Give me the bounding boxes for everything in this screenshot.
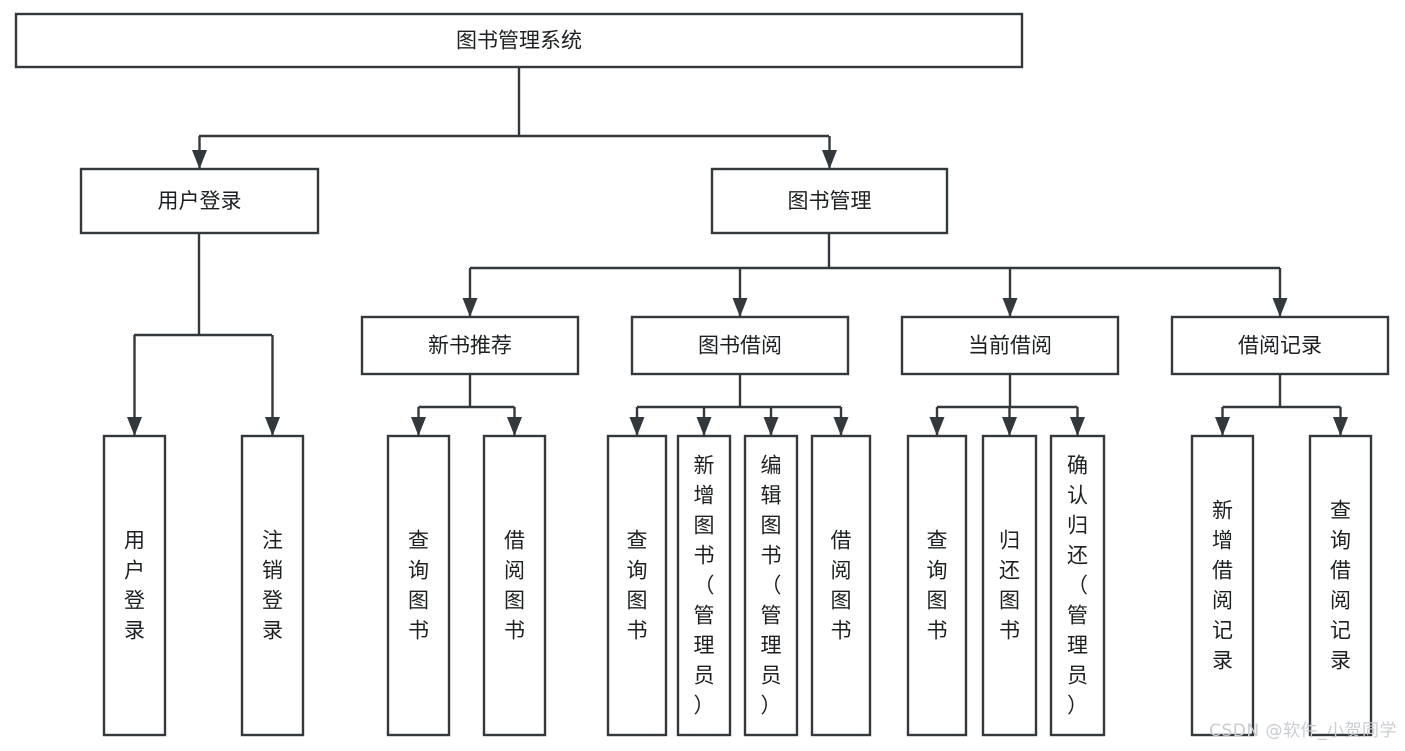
leaf-label: 新增借阅记录 [1212, 499, 1233, 673]
leaf-bb-edit-book[interactable]: 编辑图书（管理员） [743, 434, 799, 737]
leaf-user-logout-leaf[interactable]: 注销登录 [240, 434, 305, 737]
arrow-head-icon [1002, 417, 1017, 436]
node-label: 借阅记录 [1238, 334, 1322, 358]
arrow-head-icon [1070, 417, 1085, 436]
leaf-label: 查询借阅记录 [1330, 499, 1351, 673]
leaf-box [606, 434, 668, 737]
leaf-label: 编辑图书（管理员） [761, 454, 782, 718]
leaf-label: 用户登录 [124, 529, 145, 643]
leaf-nbr-query-book[interactable]: 查询图书 [386, 434, 451, 737]
node-label: 新书推荐 [428, 334, 512, 358]
node-current-borrow[interactable]: 当前借阅 [900, 315, 1120, 376]
leaf-cb-return-book[interactable]: 归还图书 [981, 434, 1038, 737]
leaf-label: 归还图书 [999, 529, 1020, 643]
leaf-bb-borrow-book[interactable]: 借阅图书 [810, 434, 872, 737]
leaf-label: 借阅图书 [504, 529, 525, 643]
leaf-label: 查询图书 [627, 529, 648, 643]
leaf-label: 确认归还（管理员） [1067, 454, 1088, 718]
leaf-box [906, 434, 968, 737]
arrow-head-icon [462, 298, 478, 317]
connectors-layer [127, 67, 1348, 436]
leaf-box [743, 434, 799, 737]
arrow-head-icon [192, 150, 207, 169]
leaf-label: 查询图书 [408, 529, 429, 643]
arrow-head-icon [1272, 298, 1288, 317]
node-box [630, 315, 850, 376]
nodes-layer: 图书管理系统用户登录图书管理用户登录注销登录新书推荐查询图书借阅图书图书借阅查询… [14, 12, 1390, 737]
arrow-head-icon [763, 417, 779, 436]
leaf-user-login-leaf[interactable]: 用户登录 [102, 434, 167, 737]
leaf-nbr-borrow-book[interactable]: 借阅图书 [482, 434, 547, 737]
node-box [14, 12, 1024, 69]
leaf-box [810, 434, 872, 737]
node-borrow-record[interactable]: 借阅记录 [1170, 315, 1390, 376]
leaf-box [386, 434, 451, 737]
node-label: 用户登录 [158, 189, 242, 213]
leaf-box [482, 434, 547, 737]
node-book-borrow[interactable]: 图书借阅 [630, 315, 850, 376]
node-box [79, 167, 320, 235]
node-box [710, 167, 949, 235]
arrow-head-icon [696, 417, 712, 436]
leaf-box [1308, 434, 1373, 737]
leaf-box [676, 434, 732, 737]
arrow-head-icon [833, 417, 849, 436]
leaf-br-add-record[interactable]: 新增借阅记录 [1190, 434, 1255, 737]
leaf-box [981, 434, 1038, 737]
leaf-cb-confirm-return[interactable]: 确认归还（管理员） [1049, 434, 1106, 737]
arrow-head-icon [265, 417, 280, 436]
arrow-head-icon [629, 417, 645, 436]
arrow-head-icon [1002, 298, 1018, 317]
arrow-head-icon [127, 417, 142, 436]
node-box [360, 315, 580, 376]
node-label: 图书管理系统 [456, 29, 582, 53]
arrow-head-icon [1333, 417, 1348, 436]
leaf-box [102, 434, 167, 737]
node-book-management[interactable]: 图书管理 [710, 167, 949, 235]
node-new-book-recommend[interactable]: 新书推荐 [360, 315, 580, 376]
leaf-label: 注销登录 [262, 529, 283, 643]
leaf-label: 新增图书（管理员） [694, 454, 715, 718]
leaf-bb-add-book[interactable]: 新增图书（管理员） [676, 434, 732, 737]
leaf-cb-query-book[interactable]: 查询图书 [906, 434, 968, 737]
arrow-head-icon [822, 150, 837, 169]
leaf-label: 查询图书 [927, 529, 948, 643]
node-label: 图书管理 [788, 189, 872, 213]
node-box [900, 315, 1120, 376]
arrow-head-icon [732, 298, 748, 317]
leaf-bb-query-book[interactable]: 查询图书 [606, 434, 668, 737]
leaf-label: 借阅图书 [831, 529, 852, 643]
leaf-box [1190, 434, 1255, 737]
node-label: 当前借阅 [968, 334, 1052, 358]
node-root-book-management-system[interactable]: 图书管理系统 [14, 12, 1024, 69]
node-user-login[interactable]: 用户登录 [79, 167, 320, 235]
leaf-br-query-record[interactable]: 查询借阅记录 [1308, 434, 1373, 737]
node-label: 图书借阅 [698, 334, 782, 358]
arrow-head-icon [1215, 417, 1230, 436]
leaf-box [240, 434, 305, 737]
leaf-box [1049, 434, 1106, 737]
node-box [1170, 315, 1390, 376]
arrow-head-icon [507, 417, 522, 436]
arrow-head-icon [929, 417, 945, 436]
arrow-head-icon [411, 417, 426, 436]
